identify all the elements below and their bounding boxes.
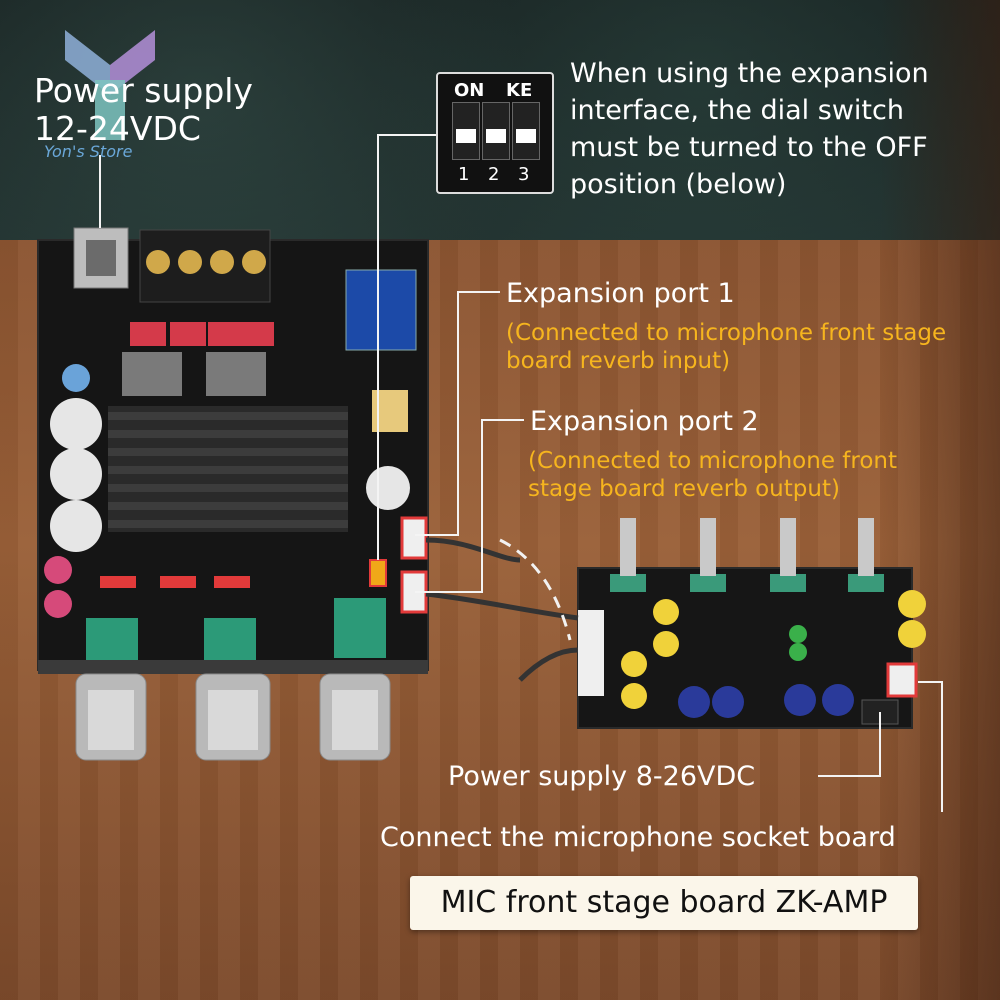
expansion-port-2-note-line-2: stage board reverb output)	[528, 476, 840, 502]
dip-on-label: ON	[454, 80, 485, 101]
dip-switch-3	[512, 102, 540, 160]
power-supply-mic-label: Power supply 8-26VDC	[448, 761, 756, 792]
leader-lines	[99, 134, 943, 812]
dip-position-3: 3	[518, 164, 530, 185]
mic-socket-label: Connect the microphone socket board	[380, 822, 896, 853]
store-logo-icon	[65, 30, 155, 140]
dial-note-line-4: position (below)	[570, 169, 787, 200]
product-caption: MIC front stage board ZK-AMP	[410, 876, 918, 930]
power-supply-main-label: Power supply	[34, 71, 253, 110]
background-wall-shadow	[880, 0, 1000, 1000]
dip-ke-label: KE	[506, 80, 533, 101]
expansion-port-1-note-line-1: (Connected to microphone front stage	[506, 320, 947, 346]
expansion-port-1-note-line-2: board reverb input)	[506, 348, 731, 374]
dip-position-2: 2	[488, 164, 500, 185]
dip-switch: ON KE 1 2 3	[436, 72, 554, 194]
expansion-port-1-label: Expansion port 1	[506, 278, 735, 309]
dip-position-1: 1	[458, 164, 470, 185]
mic-preamp-board	[577, 518, 926, 729]
amplifier-board	[37, 227, 429, 761]
power-supply-main-voltage: 12-24VDC	[34, 109, 201, 148]
dial-note-line-2: interface, the dial switch	[570, 95, 904, 126]
dip-switch-2	[482, 102, 510, 160]
expansion-port-2-label: Expansion port 2	[530, 406, 759, 437]
dial-note-line-1: When using the expansion	[570, 58, 929, 89]
store-watermark-text: Yon's Store	[44, 142, 133, 161]
dip-switch-1	[452, 102, 480, 160]
expansion-port-2-note-line-1: (Connected to microphone front	[528, 448, 897, 474]
dial-note-line-3: must be turned to the OFF	[570, 132, 928, 163]
